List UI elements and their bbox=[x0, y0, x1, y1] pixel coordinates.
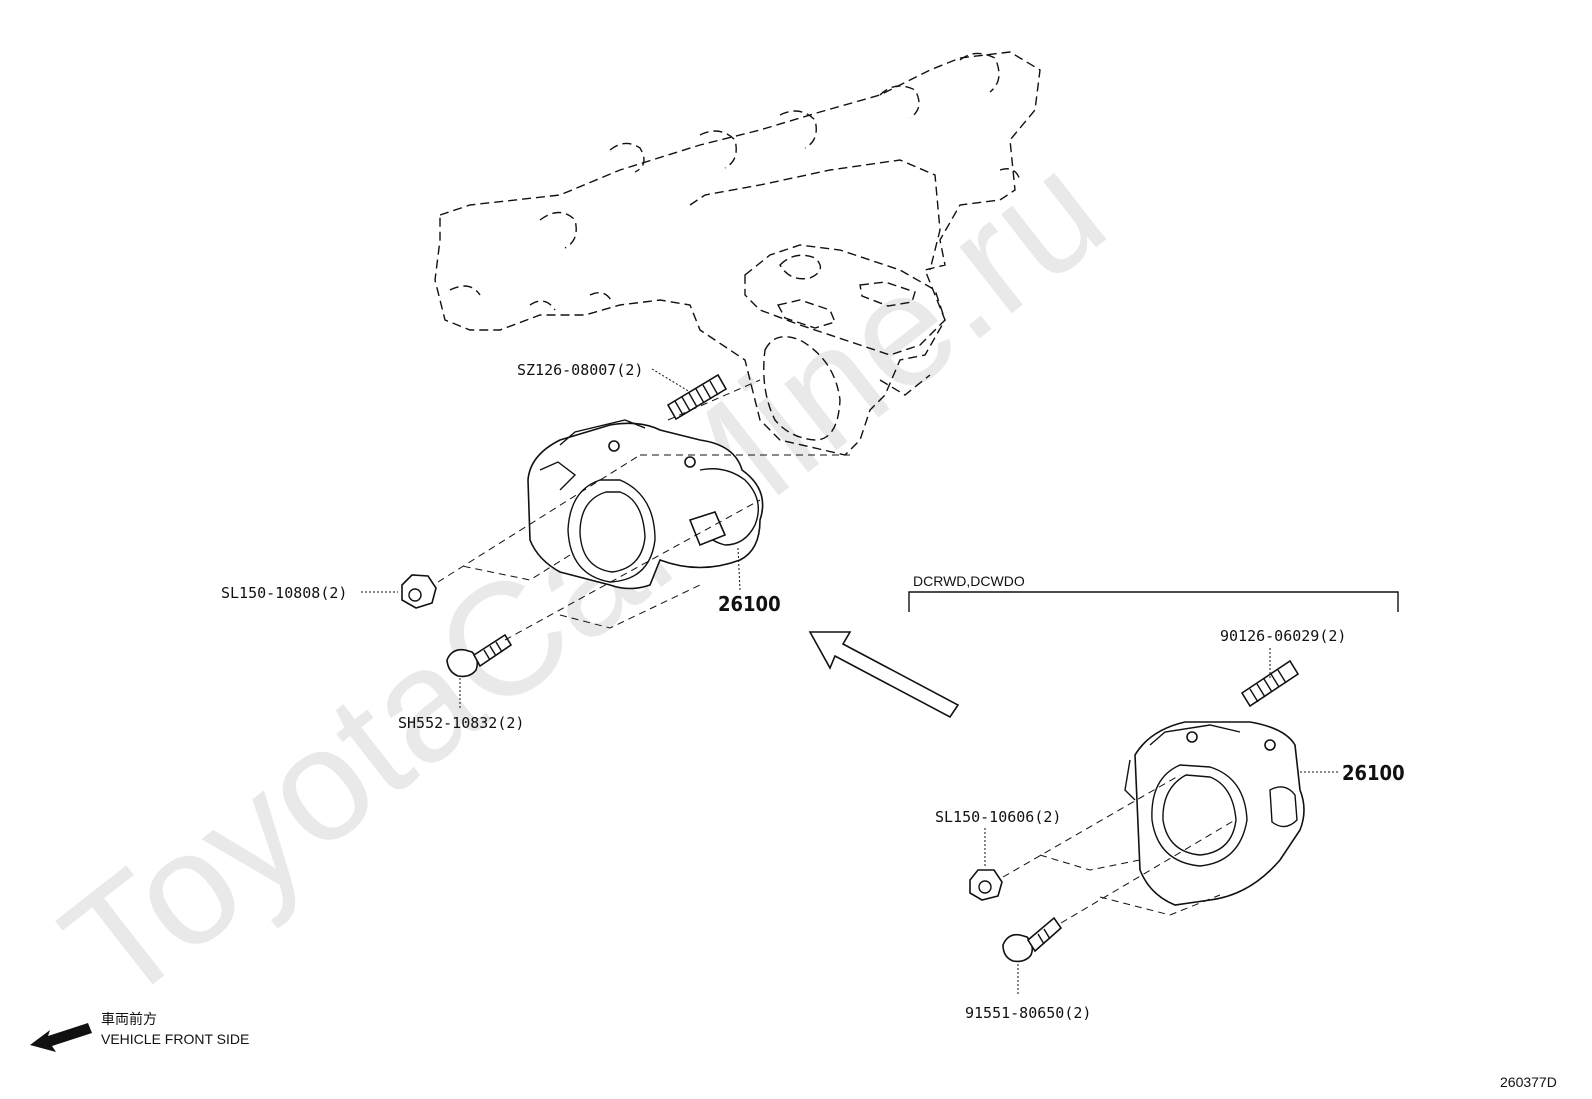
leaders-variant bbox=[984, 648, 1338, 995]
variant-bracket bbox=[908, 591, 1399, 612]
label-part-main: 26100 bbox=[718, 592, 781, 616]
stud-90126 bbox=[1240, 659, 1300, 708]
label-sh552: SH552-10832(2) bbox=[398, 714, 524, 732]
guide-lines-main bbox=[437, 379, 850, 641]
label-variant: DCRWD,DCWDO bbox=[913, 573, 1025, 589]
label-part-variant: 26100 bbox=[1342, 761, 1405, 785]
label-sz126: SZ126-08007(2) bbox=[517, 361, 643, 379]
figure-id: 260377D bbox=[1500, 1074, 1557, 1090]
guide-lines-variant bbox=[1002, 774, 1236, 924]
throttle-body-main bbox=[527, 419, 764, 590]
label-sl150-606: SL150-10606(2) bbox=[935, 808, 1061, 826]
bolt-sh552 bbox=[446, 633, 513, 678]
label-sl150-808: SL150-10808(2) bbox=[221, 584, 347, 602]
throttle-body-variant bbox=[1124, 721, 1305, 906]
label-90126: 90126-06029(2) bbox=[1220, 627, 1346, 645]
intake-manifold-ghost bbox=[434, 51, 1041, 456]
leaders-main bbox=[361, 368, 741, 710]
bolt-91551 bbox=[1002, 916, 1063, 963]
stud-sz126 bbox=[666, 373, 728, 421]
nut-sl150-808 bbox=[401, 574, 437, 609]
front-direction-arrow-icon bbox=[30, 1023, 92, 1052]
indicator-arrow bbox=[808, 631, 960, 719]
legend-en: VEHICLE FRONT SIDE bbox=[101, 1031, 249, 1047]
legend-jp: 車両前方 bbox=[101, 1011, 157, 1027]
nut-sl150-606 bbox=[969, 869, 1003, 901]
label-91551: 91551-80650(2) bbox=[965, 1004, 1091, 1022]
